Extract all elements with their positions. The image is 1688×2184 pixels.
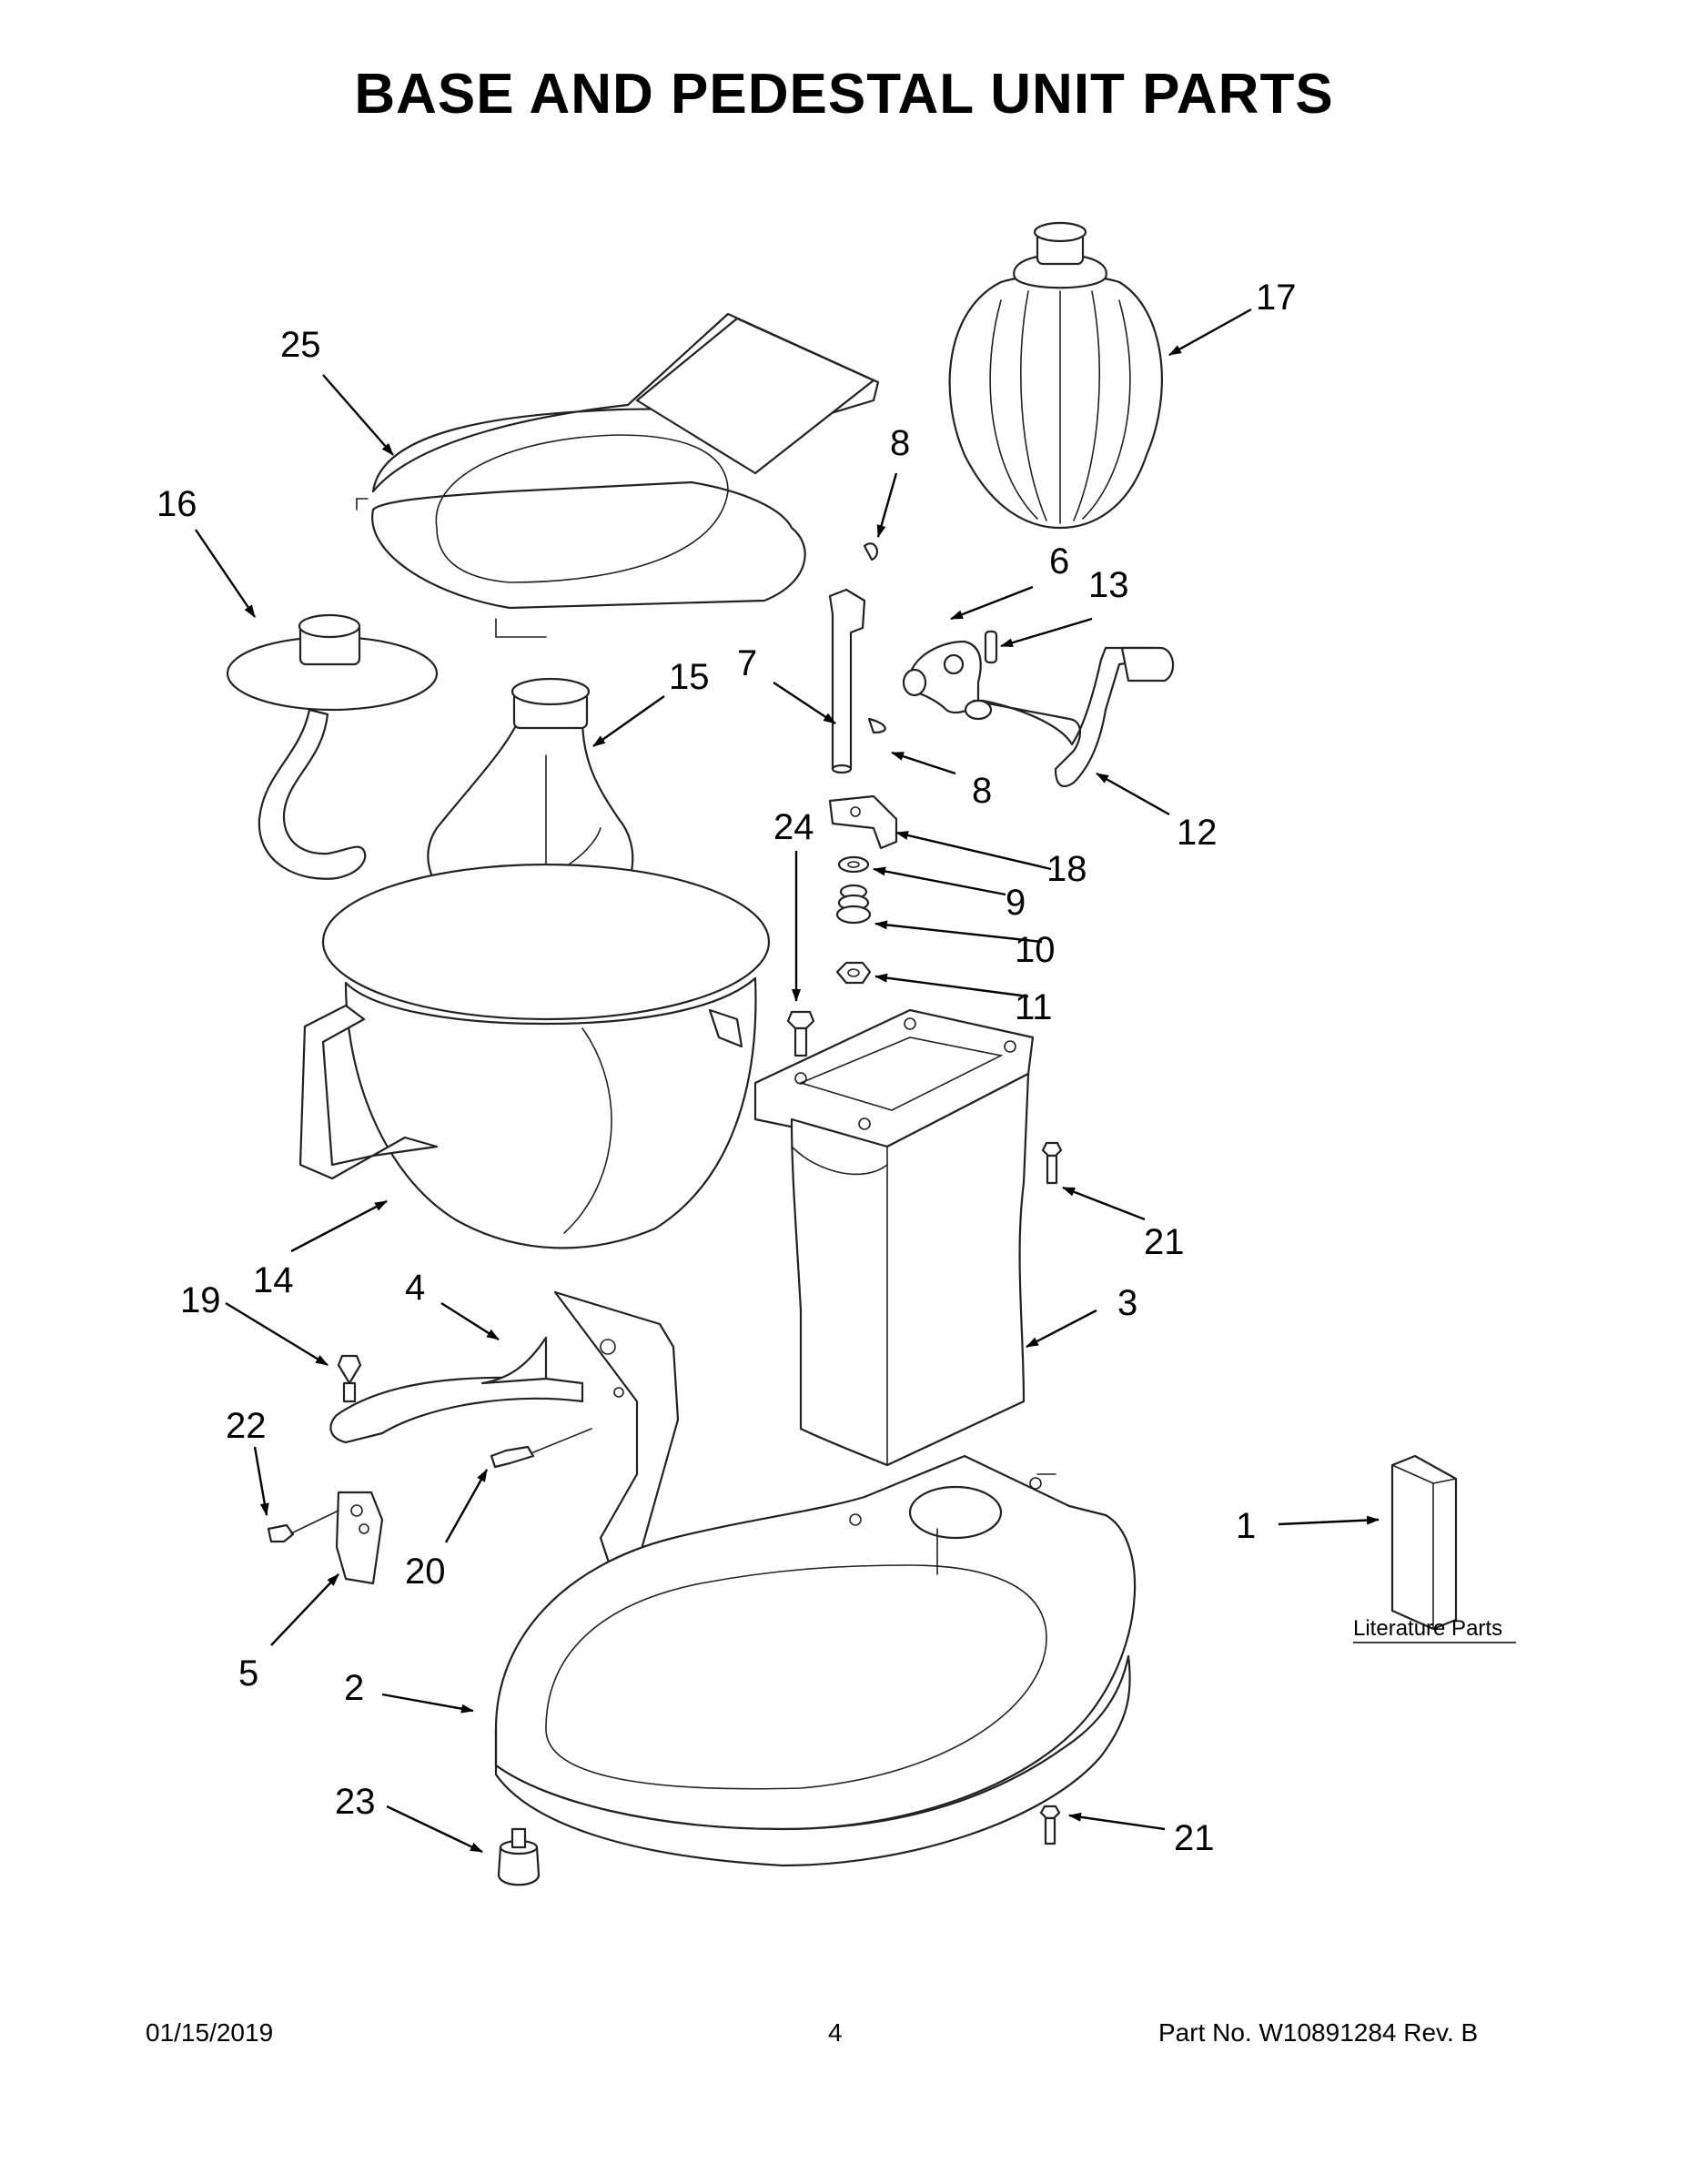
callout-1: 1 [1236,1506,1256,1546]
footer-page-number: 4 [828,2018,843,2047]
page-title: BASE AND PEDESTAL UNIT PARTS [354,63,1334,126]
callout-9: 9 [1006,883,1026,923]
callout-16: 16 [157,484,197,524]
callout-8b: 8 [972,771,992,811]
part-25-pouring-shield [356,312,880,638]
part-3-pedestal [753,1008,1035,1467]
callout-12: 12 [1177,813,1218,853]
part-9-washer [837,855,870,874]
callout-4: 4 [405,1268,425,1308]
footer-part-number: Part No. W10891284 Rev. B [1158,2018,1479,2047]
part-14-mixing-bowl [298,863,771,1249]
callout-24: 24 [773,807,814,847]
part-8-cotter-pin-upper [863,542,878,561]
part-4-bowl-support [329,1290,680,1575]
callout-21b: 21 [1174,1818,1215,1858]
part-19-pin [337,1354,362,1403]
part-13-roll-pin [984,630,998,664]
part-20-screw [490,1428,592,1469]
callout-14: 14 [253,1260,294,1300]
callout-25: 25 [280,325,321,365]
part-11-nut [835,961,872,985]
footer-date: 01/15/2019 [146,2018,274,2047]
part-8-cotter-pin-lower [867,717,886,734]
callout-10: 10 [1015,930,1056,970]
callout-21a: 21 [1144,1222,1185,1262]
part-18-bracket [828,794,898,850]
literature-parts-label: Literature Parts [1353,1616,1502,1641]
callout-3: 3 [1117,1283,1137,1323]
callout-arrows [195,308,1380,1854]
callout-22: 22 [226,1406,267,1446]
callout-8a: 8 [890,423,910,463]
part-1-literature [1390,1454,1458,1631]
callout-13: 13 [1088,565,1129,605]
part-12-lift-handle [964,646,1175,788]
part-7-lift-screw [828,588,866,774]
part-16-dough-hook [226,613,439,880]
callout-15: 15 [669,657,710,697]
callout-19: 19 [180,1280,221,1320]
part-21-screw-lower [1039,1805,1061,1845]
callout-2: 2 [344,1668,364,1708]
part-24-screw [786,1010,815,1057]
part-5-bracket [335,1491,384,1585]
callout-18: 18 [1046,849,1087,889]
callout-5: 5 [238,1653,258,1694]
part-21-screw-upper [1041,1141,1063,1185]
part-17-wire-whip [948,221,1163,530]
callout-17: 17 [1256,278,1297,318]
part-2-base [494,1454,1137,1867]
callout-11: 11 [1015,987,1053,1027]
part-22-screw [267,1510,339,1543]
part-6-lift-bracket [902,640,982,714]
callout-7: 7 [737,643,757,683]
part-10-spring [835,884,872,925]
callout-6: 6 [1049,541,1069,581]
callout-20: 20 [405,1552,446,1592]
part-23-foot [497,1827,541,1886]
callout-23: 23 [335,1782,376,1822]
